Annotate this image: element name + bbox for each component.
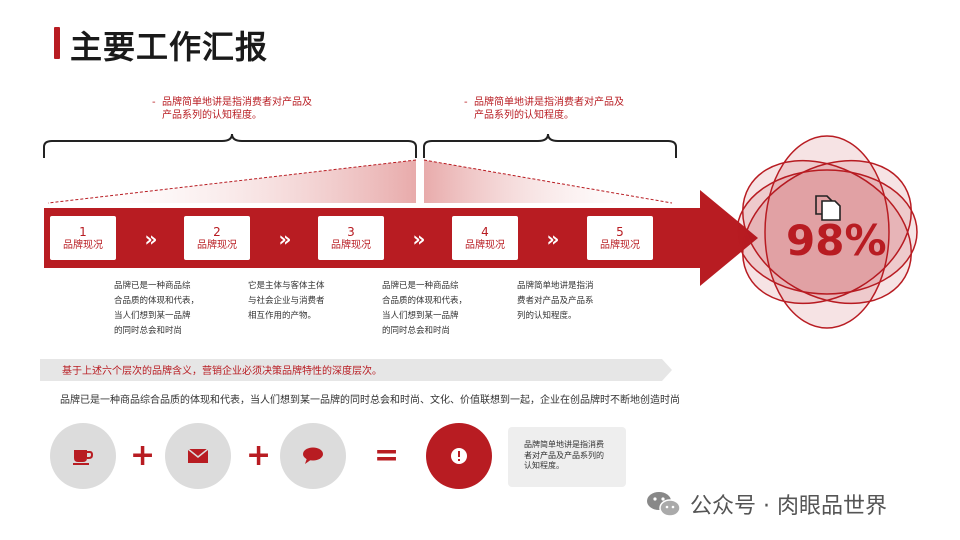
equation-circle-1 (50, 423, 116, 489)
step-description-2: 它是主体与客体主体与社会企业与消费者 相互作用的产物。 (248, 281, 325, 321)
step-label: 品牌现况 (465, 239, 505, 251)
banner-text: 基于上述六个层次的品牌含义，营销企业必须决策品牌特性的深度层次。 (62, 366, 382, 377)
step-number: 1 (79, 224, 87, 239)
step-label: 品牌现况 (197, 239, 237, 251)
speech-bubble-icon (303, 447, 323, 464)
equation-circle-2 (165, 423, 231, 489)
wechat-icon (647, 492, 681, 517)
double-chevron-icon: » (144, 227, 158, 251)
step-number: 4 (481, 224, 489, 239)
step-number: 3 (347, 224, 355, 239)
plus-sign: + (246, 438, 272, 473)
banner-shape (40, 359, 672, 381)
documents-icon (815, 195, 841, 221)
percent-value: 98% (786, 216, 887, 265)
equation-circle-3 (280, 423, 346, 489)
watermark-text: 公众号 · 肉眼品世界 (690, 494, 887, 519)
process-arrow (44, 190, 758, 286)
equals-sign: = (374, 438, 400, 473)
double-chevron-icon: » (412, 227, 426, 251)
step-description-1: 品牌已是一种商品综合品质的体现和代表， 当人们想到某一品牌的同时总会和时尚 (114, 281, 200, 336)
result-text: 品牌简单地讲是指消费 者对产品及产品系列的 认知程度。 (524, 440, 604, 470)
body-text: 品牌已是一种商品综合品质的体现和代表，当人们想到某一品牌的同时总会和时尚、文化、… (60, 395, 680, 406)
step-description-4: 品牌简单地讲是指消费者对产品及产品系 列的认知程度。 (517, 281, 594, 321)
step-label: 品牌现况 (63, 239, 103, 251)
top-note-right: -品牌简单地讲是指消费者对产品及 产品系列的认知程度。 (464, 97, 624, 121)
coffee-cup-icon (73, 450, 94, 465)
left-brace (43, 133, 417, 158)
result-box (508, 427, 626, 487)
step-box-3: 3 品牌现况 (318, 216, 384, 260)
double-chevron-icon: » (546, 227, 560, 251)
step-label: 品牌现况 (600, 239, 640, 251)
top-note-left: -品牌简单地讲是指消费者对产品及 产品系列的认知程度。 (152, 97, 312, 121)
step-box-5: 5 品牌现况 (587, 216, 653, 260)
page-title: 主要工作汇报 (70, 28, 269, 66)
left-spotlight-edge (47, 159, 417, 204)
step-number: 2 (213, 224, 221, 239)
step-box-1: 1 品牌现况 (50, 216, 116, 260)
step-box-2: 2 品牌现况 (184, 216, 250, 260)
orbit-ellipses (736, 135, 918, 329)
exclamation-icon (451, 448, 467, 464)
right-spotlight-edge (423, 159, 673, 204)
step-box-4: 4 品牌现况 (452, 216, 518, 260)
plus-sign: + (130, 438, 156, 473)
envelope-icon (187, 448, 209, 463)
step-label: 品牌现况 (331, 239, 371, 251)
step-description-3: 品牌已是一种商品综合品质的体现和代表， 当人们想到某一品牌的同时总会和时尚 (382, 281, 468, 336)
double-chevron-icon: » (278, 227, 292, 251)
title-accent-bar (54, 27, 60, 59)
right-brace (423, 133, 677, 158)
equation-result-circle (426, 423, 492, 489)
step-number: 5 (616, 224, 624, 239)
